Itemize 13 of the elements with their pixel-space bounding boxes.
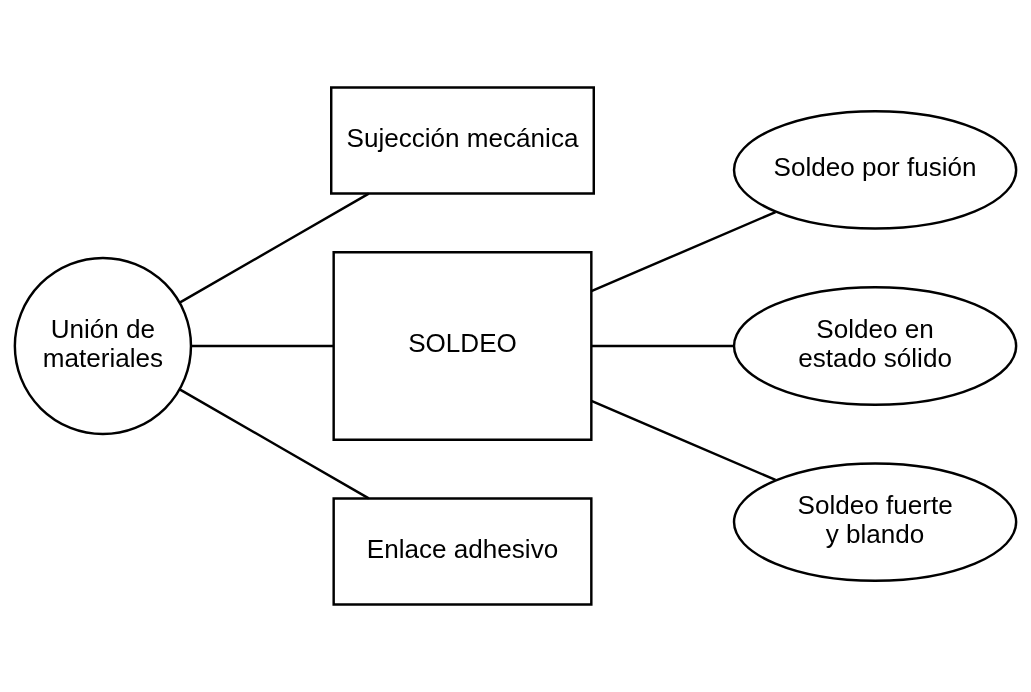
connector bbox=[590, 210, 776, 293]
connector bbox=[179, 388, 370, 500]
node-box: SOLDEO bbox=[332, 251, 593, 441]
connector bbox=[191, 344, 334, 348]
node-box: Enlace adhesivo bbox=[332, 497, 593, 606]
connector bbox=[179, 192, 370, 304]
node-ellipse: Soldeo por fusión bbox=[732, 109, 1018, 230]
node-box: Sujección mecánica bbox=[330, 86, 595, 195]
connector bbox=[590, 399, 776, 482]
connector bbox=[591, 344, 734, 348]
node-ellipse: Soldeo fuerte y blando bbox=[732, 462, 1018, 583]
node-ellipse: Soldeo en estado sólido bbox=[732, 286, 1018, 406]
node-circle: Unión de materiales bbox=[13, 256, 193, 436]
